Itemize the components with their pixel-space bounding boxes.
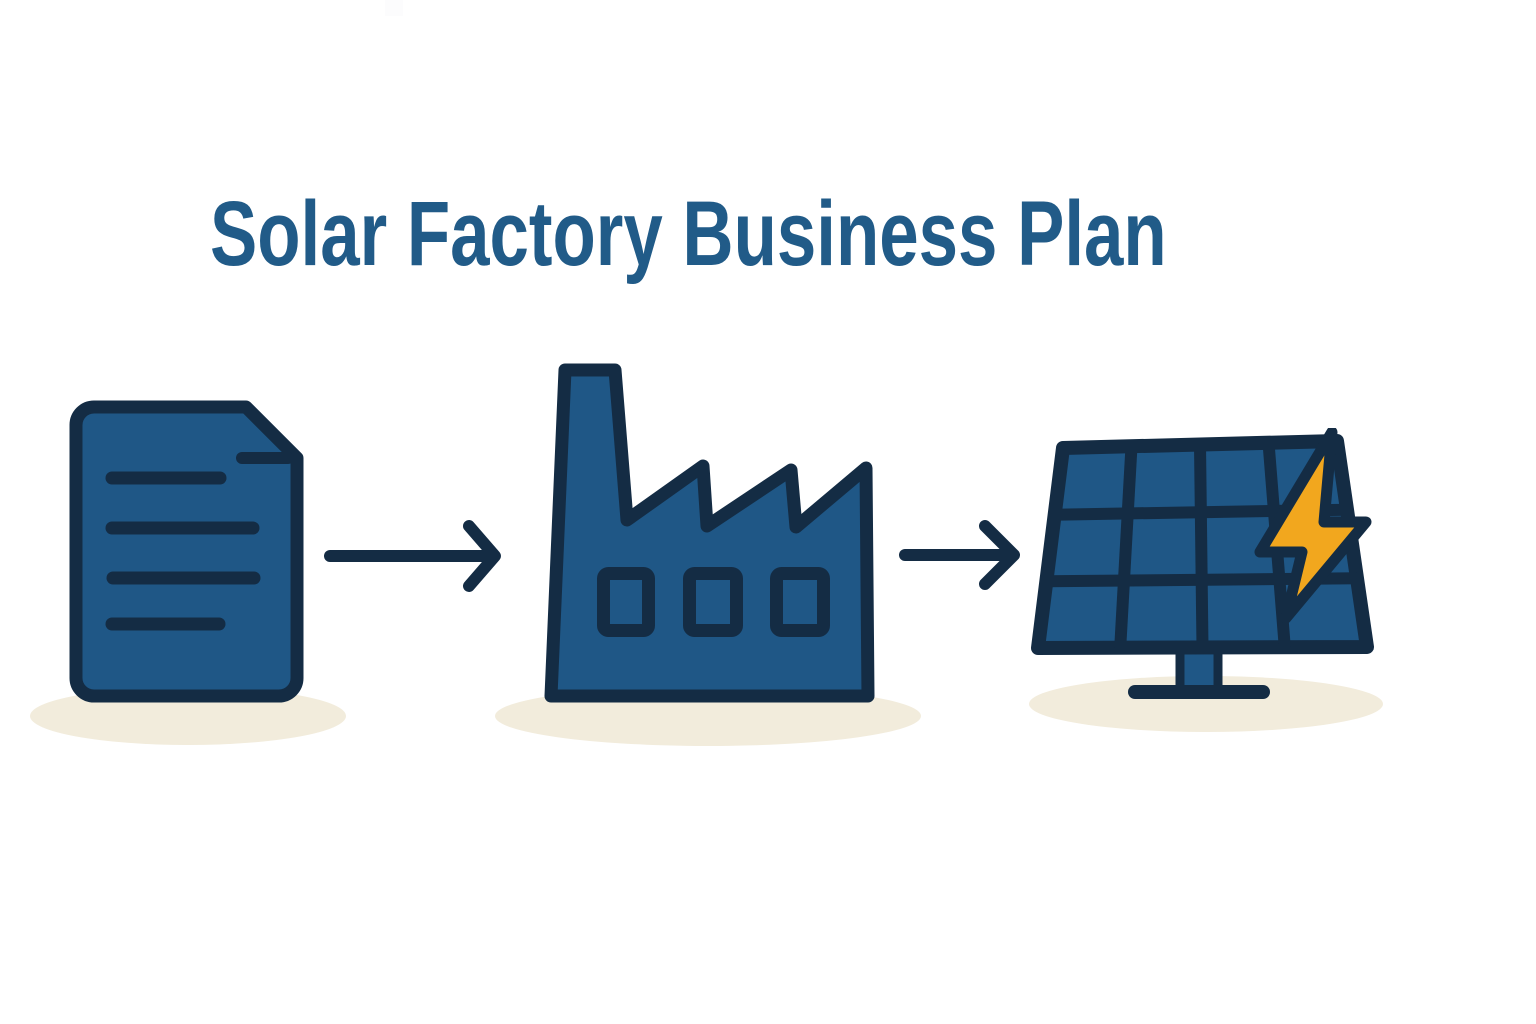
arrow-shape [324, 520, 501, 592]
arrow-right-icon [899, 520, 1020, 590]
document-body [69, 400, 304, 703]
factory-windows [597, 567, 830, 637]
background-artifact [385, 0, 403, 16]
factory-building [544, 363, 875, 703]
page-title: Solar Factory Business Plan [210, 183, 1167, 285]
lightning-bolt-icon [1254, 428, 1372, 624]
document-text-lines [105, 471, 261, 631]
solar-panel-energy-icon [1031, 428, 1374, 699]
arrow-shape [899, 520, 1020, 590]
factory-icon [544, 363, 875, 703]
document-icon [69, 400, 304, 703]
panel-stand-base [1128, 685, 1270, 699]
arrow-right-icon [324, 520, 501, 592]
